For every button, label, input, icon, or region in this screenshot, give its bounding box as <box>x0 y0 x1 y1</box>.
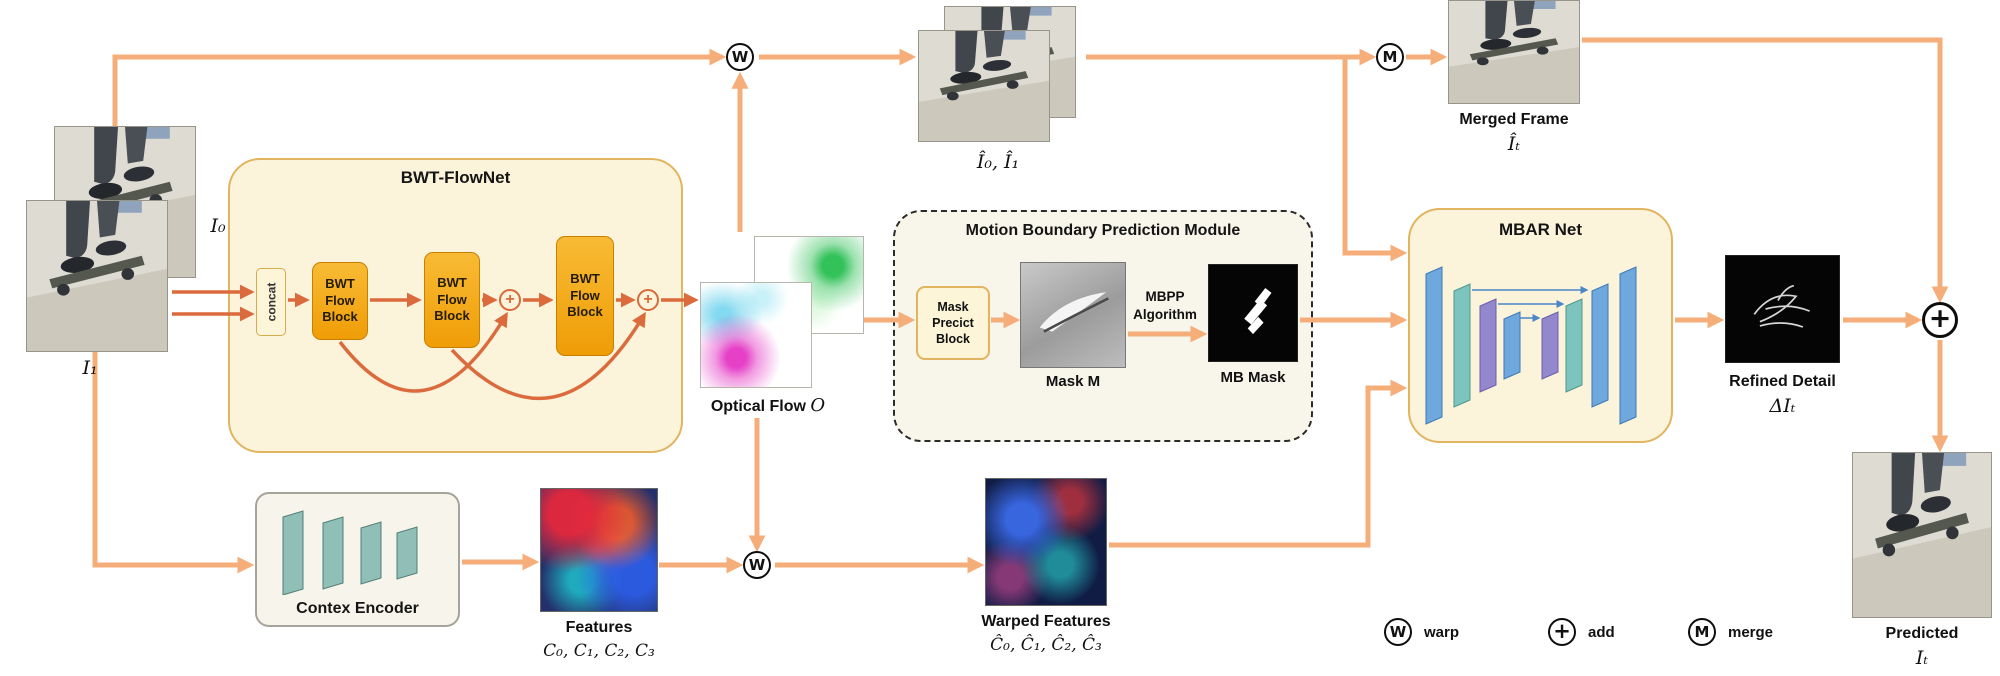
warped-frame-1-image <box>918 30 1050 142</box>
predicted-symbol: Iₜ <box>1915 647 1929 669</box>
mbpp-algorithm-label: MBPP Algorithm <box>1133 289 1197 322</box>
add-operator-icon: + <box>1922 302 1958 338</box>
mbar-unet-blocks <box>1425 266 1637 425</box>
merge-operator-icon: M <box>1376 43 1404 71</box>
legend-warp-icon: W <box>1384 618 1412 646</box>
predicted-frame-image <box>1852 452 1992 618</box>
input-frame-i1-label: I₁ <box>82 357 98 379</box>
bwt-flow-block-3: BWT Flow Block <box>556 236 614 356</box>
merged-frame-image <box>1448 0 1580 104</box>
refined-detail-artwork <box>1753 284 1810 328</box>
mb-mask-image <box>1208 264 1298 362</box>
merged-frame-symbol: Îₜ <box>1507 133 1521 155</box>
optical-flow-label: Optical Flow O <box>710 395 826 416</box>
predicted-title: Predicted <box>1885 625 1959 642</box>
merged-frame-title: Merged Frame <box>1459 111 1569 128</box>
mask-predict-block: Mask Precict Block <box>916 286 990 360</box>
warp-operator-bottom-icon: W <box>743 551 771 579</box>
warped-features-title: Warped Features <box>981 613 1111 630</box>
legend-add-label: add <box>1588 624 1615 641</box>
context-encoder-blocks <box>282 510 418 595</box>
residual-add-icon-2: + <box>637 289 659 311</box>
optical-flow-image-front <box>700 282 812 388</box>
mask-m-label: Mask M <box>1045 373 1101 390</box>
mb-mask-label: MB Mask <box>1220 369 1286 386</box>
mb-mask-artwork <box>1244 288 1272 335</box>
features-symbol: C₀, C₁, C₂, C₃ <box>543 641 655 661</box>
mask-m-artwork <box>1039 292 1109 333</box>
mask-m-image <box>1020 262 1126 368</box>
mb-prediction-module-title: Motion Boundary Prediction Module <box>965 222 1241 239</box>
refined-detail-title: Refined Detail <box>1729 373 1836 390</box>
concat-block: concat <box>256 268 286 336</box>
warped-frames-label: Î₀, Î₁ <box>976 151 1020 173</box>
legend-merge-label: merge <box>1728 624 1774 641</box>
legend-add-icon: + <box>1548 618 1576 646</box>
bwt-flow-block-1: BWT Flow Block <box>312 262 368 340</box>
context-encoder-title: Contex Encoder <box>296 600 419 617</box>
residual-add-icon-1: + <box>499 289 521 311</box>
warped-features-image <box>985 478 1107 606</box>
warp-operator-top-icon: W <box>726 43 754 71</box>
features-image <box>540 488 658 612</box>
legend-warp-label: warp <box>1424 624 1460 641</box>
refined-detail-image <box>1725 255 1840 363</box>
refined-detail-symbol: ΔIₜ <box>1769 395 1796 417</box>
input-frame-i0-label: I₀ <box>210 215 226 237</box>
features-title: Features <box>565 619 633 636</box>
input-frame-i1-image <box>26 200 168 352</box>
bwt-flownet-title: BWT-FlowNet <box>400 168 511 187</box>
mbar-net-title: MBAR Net <box>1498 220 1583 239</box>
warped-features-symbol: Ĉ₀, Ĉ₁, Ĉ₂, Ĉ₃ <box>990 635 1102 655</box>
legend-merge-icon: M <box>1688 618 1716 646</box>
bwt-flow-block-2: BWT Flow Block <box>424 252 480 348</box>
